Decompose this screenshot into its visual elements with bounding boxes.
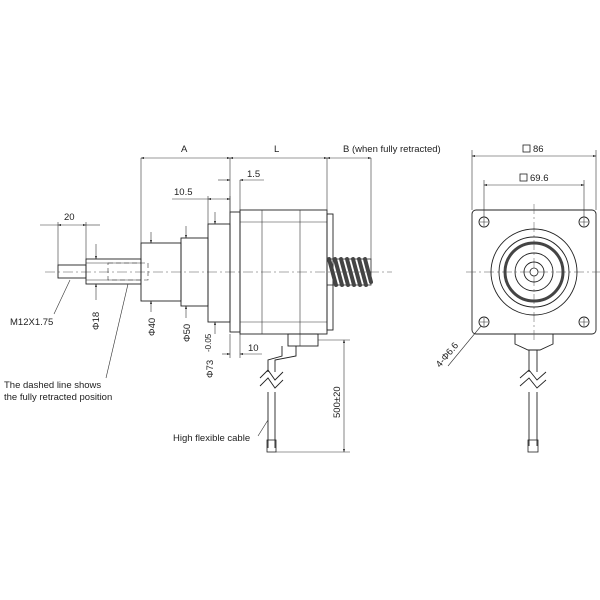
dim-phi50: Φ50 bbox=[182, 324, 193, 342]
dim-20: 20 bbox=[64, 212, 75, 223]
dim-phi40: Φ40 bbox=[147, 318, 158, 336]
dim-phi73-tolerance: -0.05 bbox=[204, 333, 213, 352]
dim-b: B (when fully retracted) bbox=[343, 144, 441, 155]
dim-l: L bbox=[274, 144, 279, 155]
pilot-phi73 bbox=[207, 223, 231, 323]
retracted-shaft-dashed bbox=[107, 262, 149, 281]
dim-phi18: Φ18 bbox=[91, 312, 102, 330]
leadscrew bbox=[326, 257, 373, 287]
end-view: 86 69.6 4-Φ6.6 bbox=[434, 144, 600, 453]
dim-1-5: 1.5 bbox=[247, 169, 260, 180]
dim-phi73: Φ73 bbox=[205, 360, 216, 378]
dim-square-69-6: 69.6 bbox=[530, 173, 549, 184]
note-dashed-line-2: the fully retracted position bbox=[4, 392, 112, 403]
dim-10-5: 10.5 bbox=[174, 187, 193, 198]
dim-a: A bbox=[181, 144, 188, 155]
shaft-tip bbox=[57, 264, 87, 279]
cable-upper bbox=[274, 346, 297, 372]
dim-square-86: 86 bbox=[533, 144, 544, 155]
end-view-cable-exit bbox=[514, 334, 554, 351]
note-dashed-line-1: The dashed line shows bbox=[4, 380, 101, 391]
dim-cable-length: 500±20 bbox=[332, 386, 343, 418]
label-thread: M12X1.75 bbox=[10, 317, 53, 328]
cable-exit-box bbox=[287, 333, 319, 347]
dim-10: 10 bbox=[248, 343, 259, 354]
end-view-pilot bbox=[490, 228, 578, 316]
side-view: A L B (when fully retracted) 1.5 10.5 20… bbox=[4, 144, 441, 453]
note-cable: High flexible cable bbox=[173, 433, 250, 444]
